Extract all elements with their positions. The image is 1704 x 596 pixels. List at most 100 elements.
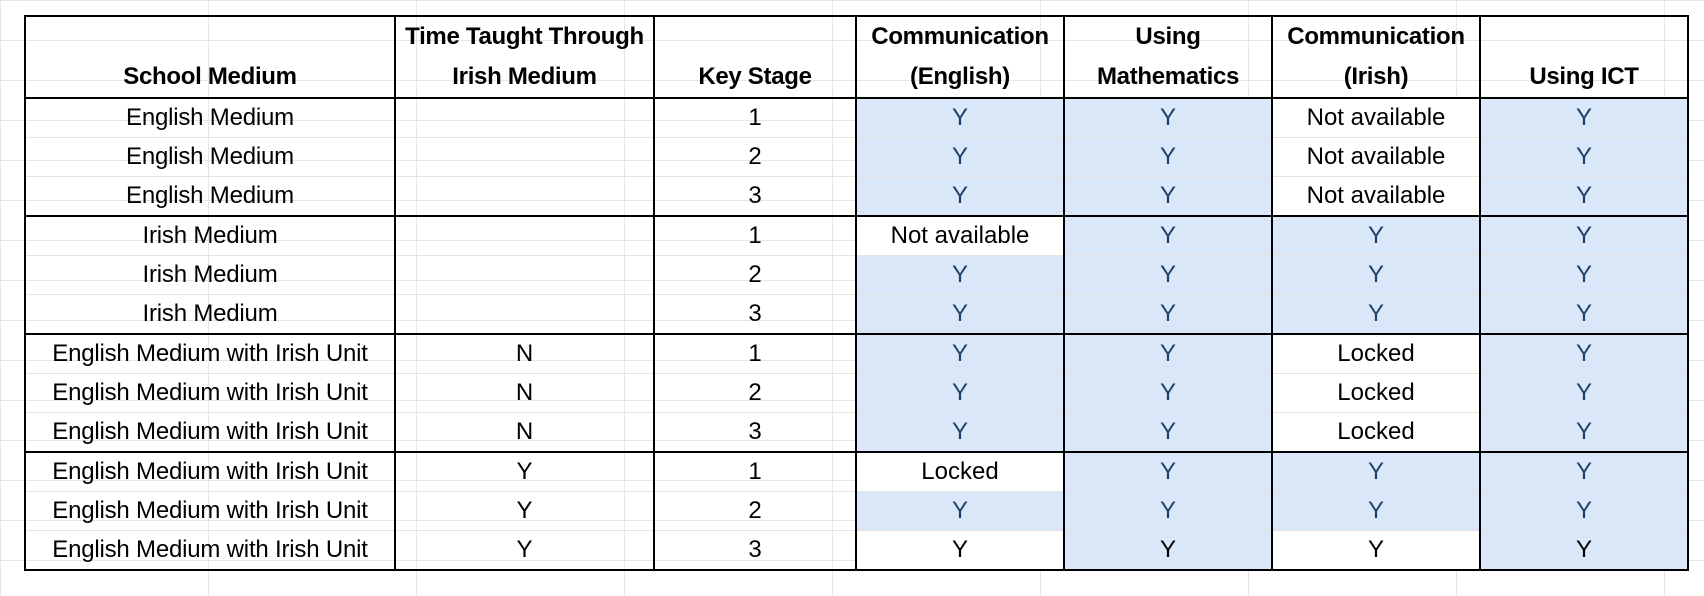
cell-key-stage[interactable]: 3 (653, 176, 857, 217)
cell-using-ict[interactable]: Y (1479, 255, 1689, 295)
header-key-stage[interactable]: Key Stage (653, 15, 857, 99)
cell-communication-irish[interactable]: Not available (1271, 97, 1481, 138)
header-using-ict[interactable]: Using ICT (1479, 15, 1689, 99)
cell-using-mathematics[interactable]: Y (1063, 373, 1273, 413)
cell-using-ict[interactable]: Y (1479, 176, 1689, 217)
cell-key-stage[interactable]: 2 (653, 491, 857, 531)
cell-time-taught[interactable] (394, 294, 655, 335)
cell-key-stage[interactable]: 1 (653, 97, 857, 138)
cell-key-stage[interactable]: 1 (653, 333, 857, 374)
cell-time-taught[interactable] (394, 255, 655, 295)
cell-using-ict[interactable]: Y (1479, 491, 1689, 531)
cell-key-stage[interactable]: 2 (653, 137, 857, 177)
cell-communication-english[interactable]: Locked (855, 451, 1065, 492)
cell-time-taught[interactable]: Y (394, 491, 655, 531)
cell-using-ict[interactable]: Y (1479, 294, 1689, 335)
cell-key-stage[interactable]: 2 (653, 255, 857, 295)
cell-communication-english[interactable]: Y (855, 176, 1065, 217)
cell-communication-irish[interactable]: Locked (1271, 412, 1481, 453)
cell-communication-english[interactable]: Y (855, 333, 1065, 374)
cell-using-ict[interactable]: Y (1479, 97, 1689, 138)
cell-time-taught[interactable]: Y (394, 451, 655, 492)
cell-communication-irish[interactable]: Locked (1271, 373, 1481, 413)
cell-communication-irish[interactable]: Y (1271, 255, 1481, 295)
header-communication-irish[interactable]: Communication(Irish) (1271, 15, 1481, 99)
cell-communication-english[interactable]: Y (855, 530, 1065, 571)
cell-time-taught[interactable] (394, 97, 655, 138)
cell-communication-irish[interactable]: Y (1271, 215, 1481, 256)
cell-using-mathematics[interactable]: Y (1063, 176, 1273, 217)
cell-key-stage[interactable]: 3 (653, 412, 857, 453)
cell-using-mathematics[interactable]: Y (1063, 255, 1273, 295)
cell-using-mathematics[interactable]: Y (1063, 451, 1273, 492)
cell-using-mathematics[interactable]: Y (1063, 491, 1273, 531)
cell-using-ict[interactable]: Y (1479, 412, 1689, 453)
cell-time-taught[interactable] (394, 137, 655, 177)
cell-using-mathematics[interactable]: Y (1063, 530, 1273, 571)
cell-using-mathematics[interactable]: Y (1063, 137, 1273, 177)
cell-school-medium[interactable]: English Medium with Irish Unit (24, 491, 396, 531)
cell-key-stage[interactable]: 1 (653, 451, 857, 492)
cell-using-ict[interactable]: Y (1479, 530, 1689, 571)
cell-time-taught[interactable]: N (394, 373, 655, 413)
cell-communication-english[interactable]: Y (855, 294, 1065, 335)
cell-school-medium[interactable]: English Medium with Irish Unit (24, 451, 396, 492)
cell-communication-irish[interactable]: Y (1271, 530, 1481, 571)
cell-using-mathematics[interactable]: Y (1063, 333, 1273, 374)
cell-time-taught[interactable]: N (394, 412, 655, 453)
cell-key-stage[interactable]: 1 (653, 215, 857, 256)
cell-communication-irish[interactable]: Y (1271, 491, 1481, 531)
cell-using-ict[interactable]: Y (1479, 333, 1689, 374)
cell-communication-irish[interactable]: Y (1271, 451, 1481, 492)
cell-time-taught[interactable] (394, 176, 655, 217)
cell-communication-irish[interactable]: Y (1271, 294, 1481, 335)
cell-communication-english[interactable]: Y (855, 255, 1065, 295)
cell-communication-irish[interactable]: Not available (1271, 176, 1481, 217)
header-school-medium[interactable]: School Medium (24, 15, 396, 99)
cell-time-taught[interactable] (394, 215, 655, 256)
cell-time-taught[interactable]: Y (394, 530, 655, 571)
cell-using-mathematics[interactable]: Y (1063, 215, 1273, 256)
cell-communication-english[interactable]: Y (855, 491, 1065, 531)
cell-using-mathematics[interactable]: Y (1063, 294, 1273, 335)
cell-using-mathematics[interactable]: Y (1063, 412, 1273, 453)
cell-communication-english[interactable]: Y (855, 373, 1065, 413)
cell-time-taught[interactable]: N (394, 333, 655, 374)
cell-key-stage[interactable]: 3 (653, 294, 857, 335)
cell-school-medium[interactable]: Irish Medium (24, 215, 396, 256)
cell-using-ict[interactable]: Y (1479, 373, 1689, 413)
cell-communication-english[interactable]: Y (855, 412, 1065, 453)
cell-school-medium[interactable]: English Medium (24, 176, 396, 217)
cell-school-medium[interactable]: English Medium with Irish Unit (24, 333, 396, 374)
cell-school-medium[interactable]: Irish Medium (24, 255, 396, 295)
cell-communication-english[interactable]: Y (855, 97, 1065, 138)
cell-school-medium[interactable]: English Medium with Irish Unit (24, 412, 396, 453)
cell-using-ict[interactable]: Y (1479, 451, 1689, 492)
cell-school-medium[interactable]: English Medium with Irish Unit (24, 530, 396, 571)
cell-communication-english[interactable]: Not available (855, 215, 1065, 256)
cell-key-stage[interactable]: 2 (653, 373, 857, 413)
cell-communication-english[interactable]: Y (855, 137, 1065, 177)
cell-key-stage[interactable]: 3 (653, 530, 857, 571)
header-communication-english[interactable]: Communication(English) (855, 15, 1065, 99)
cell-communication-irish[interactable]: Not available (1271, 137, 1481, 177)
cell-school-medium[interactable]: English Medium (24, 97, 396, 138)
cell-school-medium[interactable]: English Medium with Irish Unit (24, 373, 396, 413)
cell-communication-irish[interactable]: Locked (1271, 333, 1481, 374)
cell-using-ict[interactable]: Y (1479, 137, 1689, 177)
cell-using-ict[interactable]: Y (1479, 215, 1689, 256)
cell-using-mathematics[interactable]: Y (1063, 97, 1273, 138)
cell-school-medium[interactable]: Irish Medium (24, 294, 396, 335)
cell-school-medium[interactable]: English Medium (24, 137, 396, 177)
